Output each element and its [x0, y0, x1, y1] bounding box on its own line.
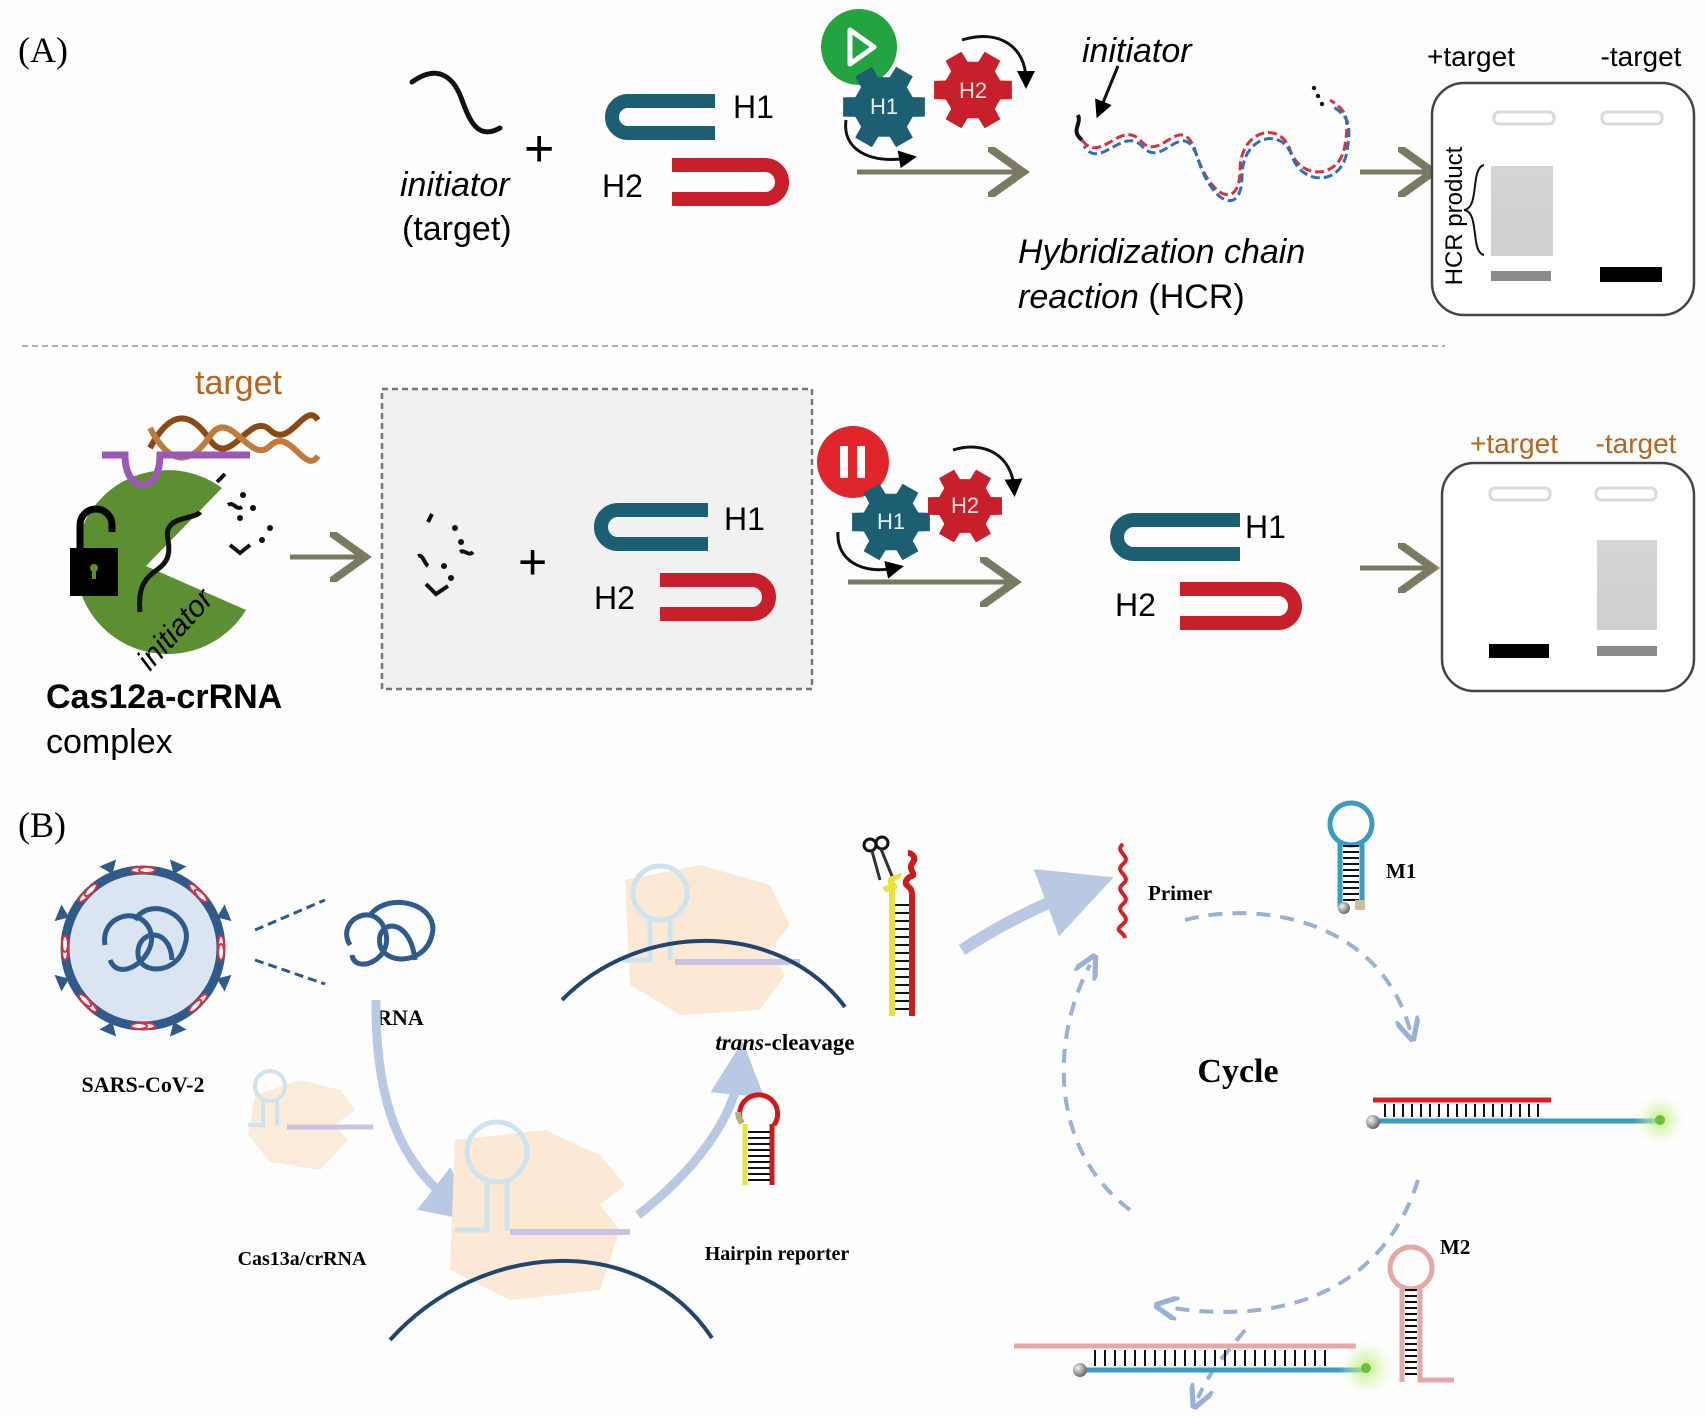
flow-arrow [958, 868, 1114, 956]
initiator-label: initiator [400, 166, 511, 204]
m1-hairpin-icon [1327, 800, 1375, 914]
hairpin-h2-result [1180, 582, 1302, 630]
cleaved-reporter-icon [882, 850, 918, 1016]
pointer-arrow-icon [1095, 65, 1120, 119]
rotation-arrow-icon [836, 531, 904, 579]
plus-sign-box: + [518, 534, 547, 590]
hairpin-reporter-icon [735, 1092, 781, 1185]
primer-strand-icon [1116, 842, 1128, 939]
gel-top [1430, 81, 1696, 317]
cycle-arrows [1061, 911, 1418, 1398]
target-label-bottom: target [195, 364, 282, 402]
play-icon [821, 9, 897, 85]
gear-h2-icon [928, 469, 1002, 543]
rotation-arrow-icon [961, 35, 1035, 89]
gear-h1-label: H1 [877, 509, 905, 534]
gel-lane-minus-target: -target [1601, 41, 1682, 72]
h2-label-result: H2 [1115, 587, 1156, 623]
hairpin-h2 [672, 158, 789, 206]
h1-label: H1 [733, 89, 774, 125]
flow-arrow [371, 999, 477, 1222]
hairpin-h1-result [1110, 513, 1240, 561]
gel-lane-plus-target-bottom: +target [1470, 428, 1558, 459]
h1-label-result: H1 [1245, 509, 1286, 545]
hairpin-reporter-label: Hairpin reporter [705, 1243, 850, 1265]
zoom-line [254, 958, 326, 986]
hairpin-h1 [605, 94, 715, 140]
hcr-product-label: HCR product [1441, 146, 1468, 285]
plus-sign: + [524, 120, 554, 178]
m2-m1-duplex-icon [1014, 1340, 1394, 1396]
gear-h2-icon [934, 51, 1012, 129]
gel-bottom [1440, 461, 1696, 693]
gear-h1-icon [843, 66, 925, 148]
gear-h2-label: H2 [959, 78, 987, 103]
rna-icon [344, 899, 436, 967]
cas12a-complex-icon [70, 451, 273, 655]
scissors-icon [862, 835, 894, 881]
rna-label: RNA [376, 1005, 424, 1030]
initiator-pointer-label: initiator [1082, 32, 1193, 70]
hcr-polymer [1074, 85, 1351, 203]
gear-h1-label: H1 [870, 94, 898, 119]
cas13a-rna-complex-icon [388, 1119, 714, 1342]
h2-label-box: H2 [594, 580, 635, 616]
gear-h2-label: H2 [951, 493, 979, 518]
fragments-box [380, 387, 814, 691]
complex-label-line2: complex [46, 723, 173, 761]
primer-m1-duplex-icon [1366, 1094, 1686, 1146]
zoom-line [254, 898, 326, 932]
hairpin-h1-box [594, 503, 708, 551]
cycle-label: Cycle [1197, 1053, 1278, 1090]
pause-icon [817, 426, 889, 498]
hcr-title-line2: reaction (HCR) [1018, 278, 1245, 316]
cas13a-label: Cas13a/crRNA [238, 1248, 367, 1270]
h1-label-box: H1 [724, 501, 765, 537]
h2-label: H2 [602, 168, 643, 204]
primer-label: Primer [1148, 881, 1212, 905]
gel-lane-plus-target: +target [1427, 41, 1515, 72]
gel-lane-minus-target-bottom: -target [1596, 428, 1677, 459]
gear-h1-icon [852, 483, 930, 561]
m2-hairpin-icon [1387, 1244, 1454, 1383]
complex-label-line1: Cas12a-crRNA [46, 678, 282, 716]
m1-label: M1 [1386, 859, 1416, 883]
target-label: (target) [402, 210, 512, 248]
cas13a-crrna-icon [248, 1069, 373, 1170]
panel-b-label: (B) [18, 805, 66, 845]
flow-arrow [635, 1041, 765, 1219]
rotation-arrow-icon [952, 445, 1023, 497]
virus-label: SARS-CoV-2 [81, 1072, 204, 1097]
cas13a-active-complex-icon [560, 863, 847, 1015]
hcr-title-line1: Hybridization chain [1018, 233, 1305, 271]
initiator-strand [409, 70, 503, 135]
rotation-arrow-icon [844, 119, 917, 169]
m2-label: M2 [1440, 1235, 1470, 1259]
trans-cleavage-label: trans-cleavage [715, 1030, 854, 1055]
hairpin-h2-box [660, 573, 776, 621]
sars-cov-2-virus-icon [54, 859, 232, 1037]
panel-a-label: (A) [18, 30, 68, 70]
